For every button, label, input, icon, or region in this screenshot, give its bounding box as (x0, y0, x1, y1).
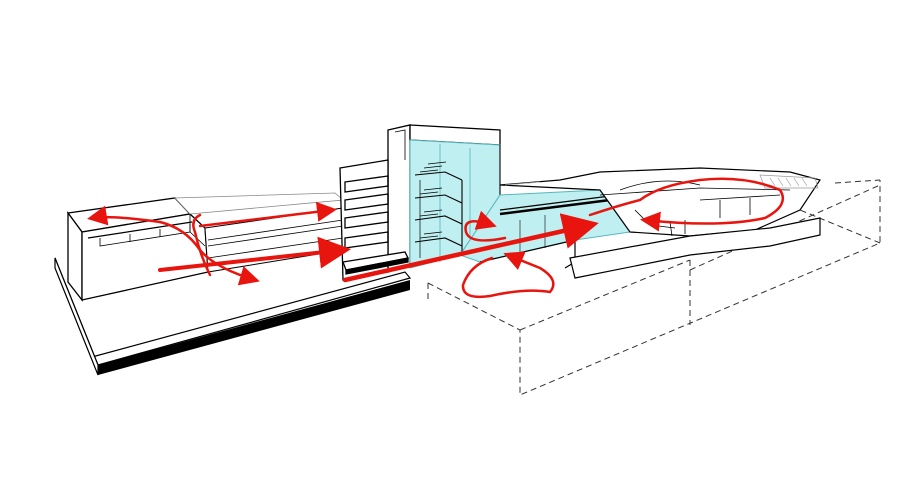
arrow-atrium-loop (464, 210, 507, 242)
arrow-left-block-loop (87, 205, 162, 226)
arrow-central-axis (342, 213, 599, 283)
curved-roof-wing (499, 167, 821, 279)
arrow-right-loop (588, 177, 785, 232)
arrow-left-cross-2 (192, 213, 212, 277)
arrow-lower-loop (461, 251, 555, 299)
arrow-top-corridor (198, 201, 337, 228)
arrow-main-axis (158, 236, 351, 272)
ground-slab (54, 257, 412, 376)
left-block (66, 197, 209, 302)
circulation-arrows (87, 177, 785, 299)
glass-atrium (409, 139, 501, 269)
